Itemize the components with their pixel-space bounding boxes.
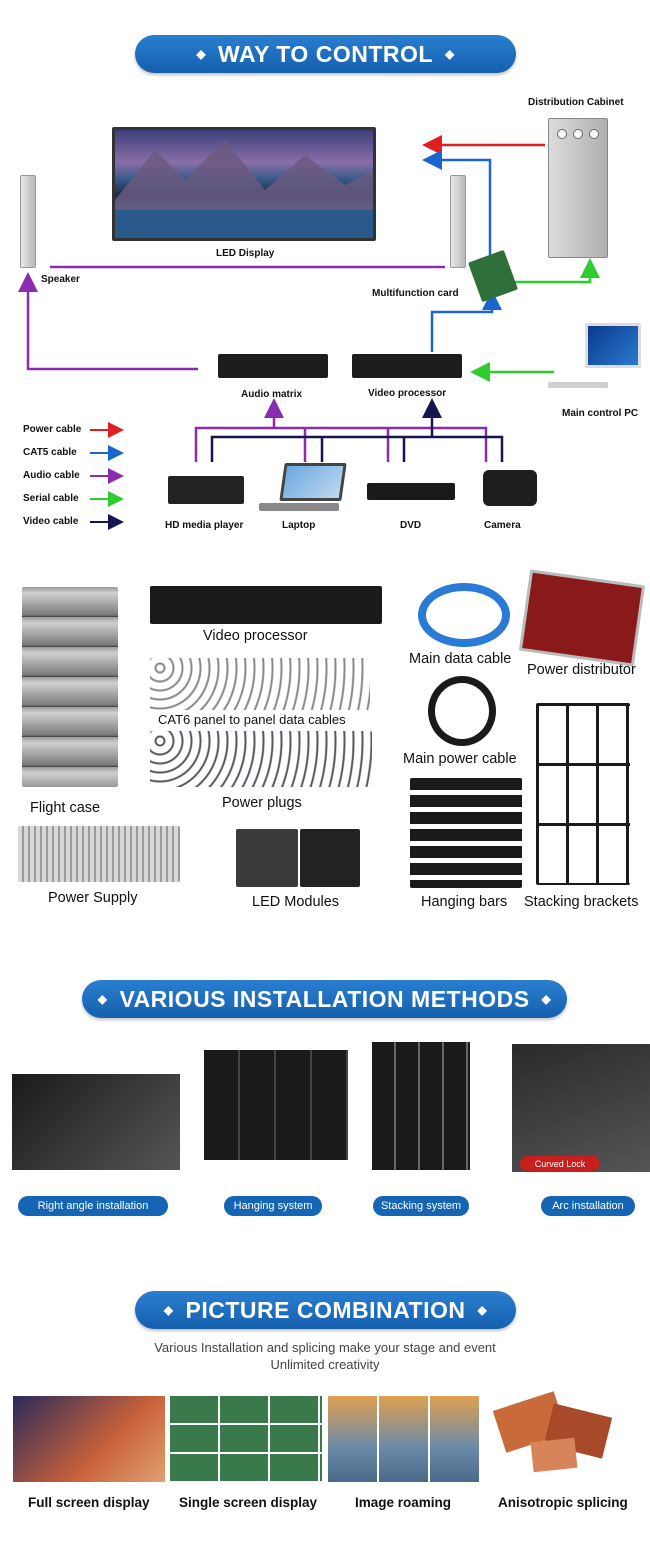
- picture-combination-banner: ◆ PICTURE COMBINATION ◆: [135, 1291, 516, 1329]
- section-title: VARIOUS INSTALLATION METHODS: [119, 985, 530, 1012]
- single-screen-display-image: [170, 1396, 322, 1482]
- speaker-label: Speaker: [41, 274, 80, 285]
- method-pill: Right angle installation: [18, 1196, 168, 1216]
- dvd-player: [367, 483, 455, 500]
- picture-combination-subtitle: Various Installation and splicing make y…: [0, 1339, 650, 1373]
- multifunction-card-label: Multifunction card: [372, 288, 459, 299]
- control-diagram-lines: [18, 135, 600, 530]
- video-processor-device: [352, 354, 462, 378]
- main-data-cable-label: Main data cable: [409, 651, 512, 667]
- method-pill: Arc installation: [541, 1196, 635, 1216]
- legend-video: Video cable: [23, 516, 79, 527]
- section-title: WAY TO CONTROL: [218, 40, 433, 67]
- diamond-icon: ◆: [541, 992, 552, 1006]
- flight-case-image: [22, 587, 118, 787]
- distribution-cabinet: [548, 118, 608, 258]
- laptop-base: [259, 503, 339, 511]
- caption: Image roaming: [355, 1495, 452, 1510]
- curved-lock-badge: Curved Lock: [520, 1156, 600, 1171]
- cat6-cables-label: CAT6 panel to panel data cables: [158, 712, 346, 727]
- dvd-label: DVD: [400, 520, 422, 531]
- main-power-cable-label: Main power cable: [403, 751, 517, 767]
- caption: Full screen display: [28, 1495, 150, 1510]
- flight-case-label: Flight case: [30, 800, 101, 816]
- power-plugs-label: Power plugs: [222, 795, 302, 811]
- method-pill: Hanging system: [224, 1196, 322, 1216]
- pc-keyboard: [548, 382, 608, 388]
- legend-cat5: CAT5 cable: [23, 447, 77, 458]
- hanging-system-image: [204, 1050, 348, 1160]
- video-processor-image: [150, 586, 382, 624]
- section-title: PICTURE COMBINATION: [185, 1296, 466, 1323]
- caption: Single screen display: [179, 1495, 318, 1510]
- legend-audio: Audio cable: [23, 470, 80, 481]
- audio-matrix-label: Audio matrix: [241, 389, 303, 400]
- subtitle-line-2: Unlimited creativity: [270, 1357, 380, 1372]
- laptop: [279, 463, 347, 501]
- left-speaker: [20, 175, 36, 268]
- legend-serial: Serial cable: [23, 493, 79, 504]
- led-display-image: [112, 127, 376, 241]
- right-speaker: [450, 175, 466, 268]
- subtitle-line-1: Various Installation and splicing make y…: [154, 1340, 496, 1355]
- mountain-landscape-icon: [115, 140, 373, 238]
- hanging-bars-image: [410, 778, 522, 888]
- diamond-icon: ◆: [97, 992, 108, 1006]
- method-pill: Stacking system: [373, 1196, 469, 1216]
- led-module-front-image: [236, 829, 298, 887]
- stacking-system-image: [372, 1042, 470, 1170]
- diamond-icon: ◆: [163, 1303, 174, 1317]
- stacking-brackets-label: Stacking brackets: [524, 894, 639, 910]
- diamond-icon: ◆: [196, 47, 207, 61]
- anisotropic-splicing-image: [492, 1390, 620, 1476]
- main-power-cable-image: [428, 676, 496, 746]
- caption: Anisotropic splicing: [498, 1495, 628, 1510]
- power-supply-label: Power Supply: [48, 890, 138, 906]
- diamond-icon: ◆: [477, 1303, 488, 1317]
- video-processor-label: Video processor: [368, 388, 447, 399]
- audio-matrix-device: [218, 354, 328, 378]
- power-distributor-image: [518, 569, 646, 667]
- main-data-cable-image: [418, 583, 510, 647]
- video-processor-accessory-label: Video processor: [203, 628, 308, 644]
- legend-power: Power cable: [23, 424, 82, 435]
- laptop-label: Laptop: [282, 520, 316, 531]
- right-angle-installation-image: [12, 1074, 180, 1170]
- installation-methods-banner: ◆ VARIOUS INSTALLATION METHODS ◆: [82, 980, 567, 1018]
- power-plugs-image: [150, 731, 372, 787]
- main-control-pc: [585, 323, 641, 368]
- power-supply-image: [18, 826, 180, 882]
- camera-label: Camera: [484, 520, 521, 531]
- arc-installation-image: [512, 1044, 650, 1172]
- image-roaming-image: [328, 1396, 480, 1482]
- led-modules-label: LED Modules: [252, 894, 340, 910]
- led-display-label: LED Display: [216, 248, 275, 259]
- hanging-bars-label: Hanging bars: [421, 894, 508, 910]
- hd-media-player: [168, 476, 244, 504]
- stacking-brackets-image: [536, 703, 630, 885]
- distribution-cabinet-label: Distribution Cabinet: [528, 97, 624, 108]
- full-screen-display-image: [13, 1396, 165, 1482]
- camera: [483, 470, 537, 506]
- cat6-cables-image: [150, 658, 370, 710]
- way-to-control-banner: ◆ WAY TO CONTROL ◆: [135, 35, 516, 73]
- diamond-icon: ◆: [444, 47, 455, 61]
- led-module-back-image: [300, 829, 360, 887]
- power-distributor-label: Power distributor: [527, 662, 636, 678]
- hd-media-player-label: HD media player: [165, 520, 244, 531]
- main-control-pc-label: Main control PC: [562, 408, 639, 419]
